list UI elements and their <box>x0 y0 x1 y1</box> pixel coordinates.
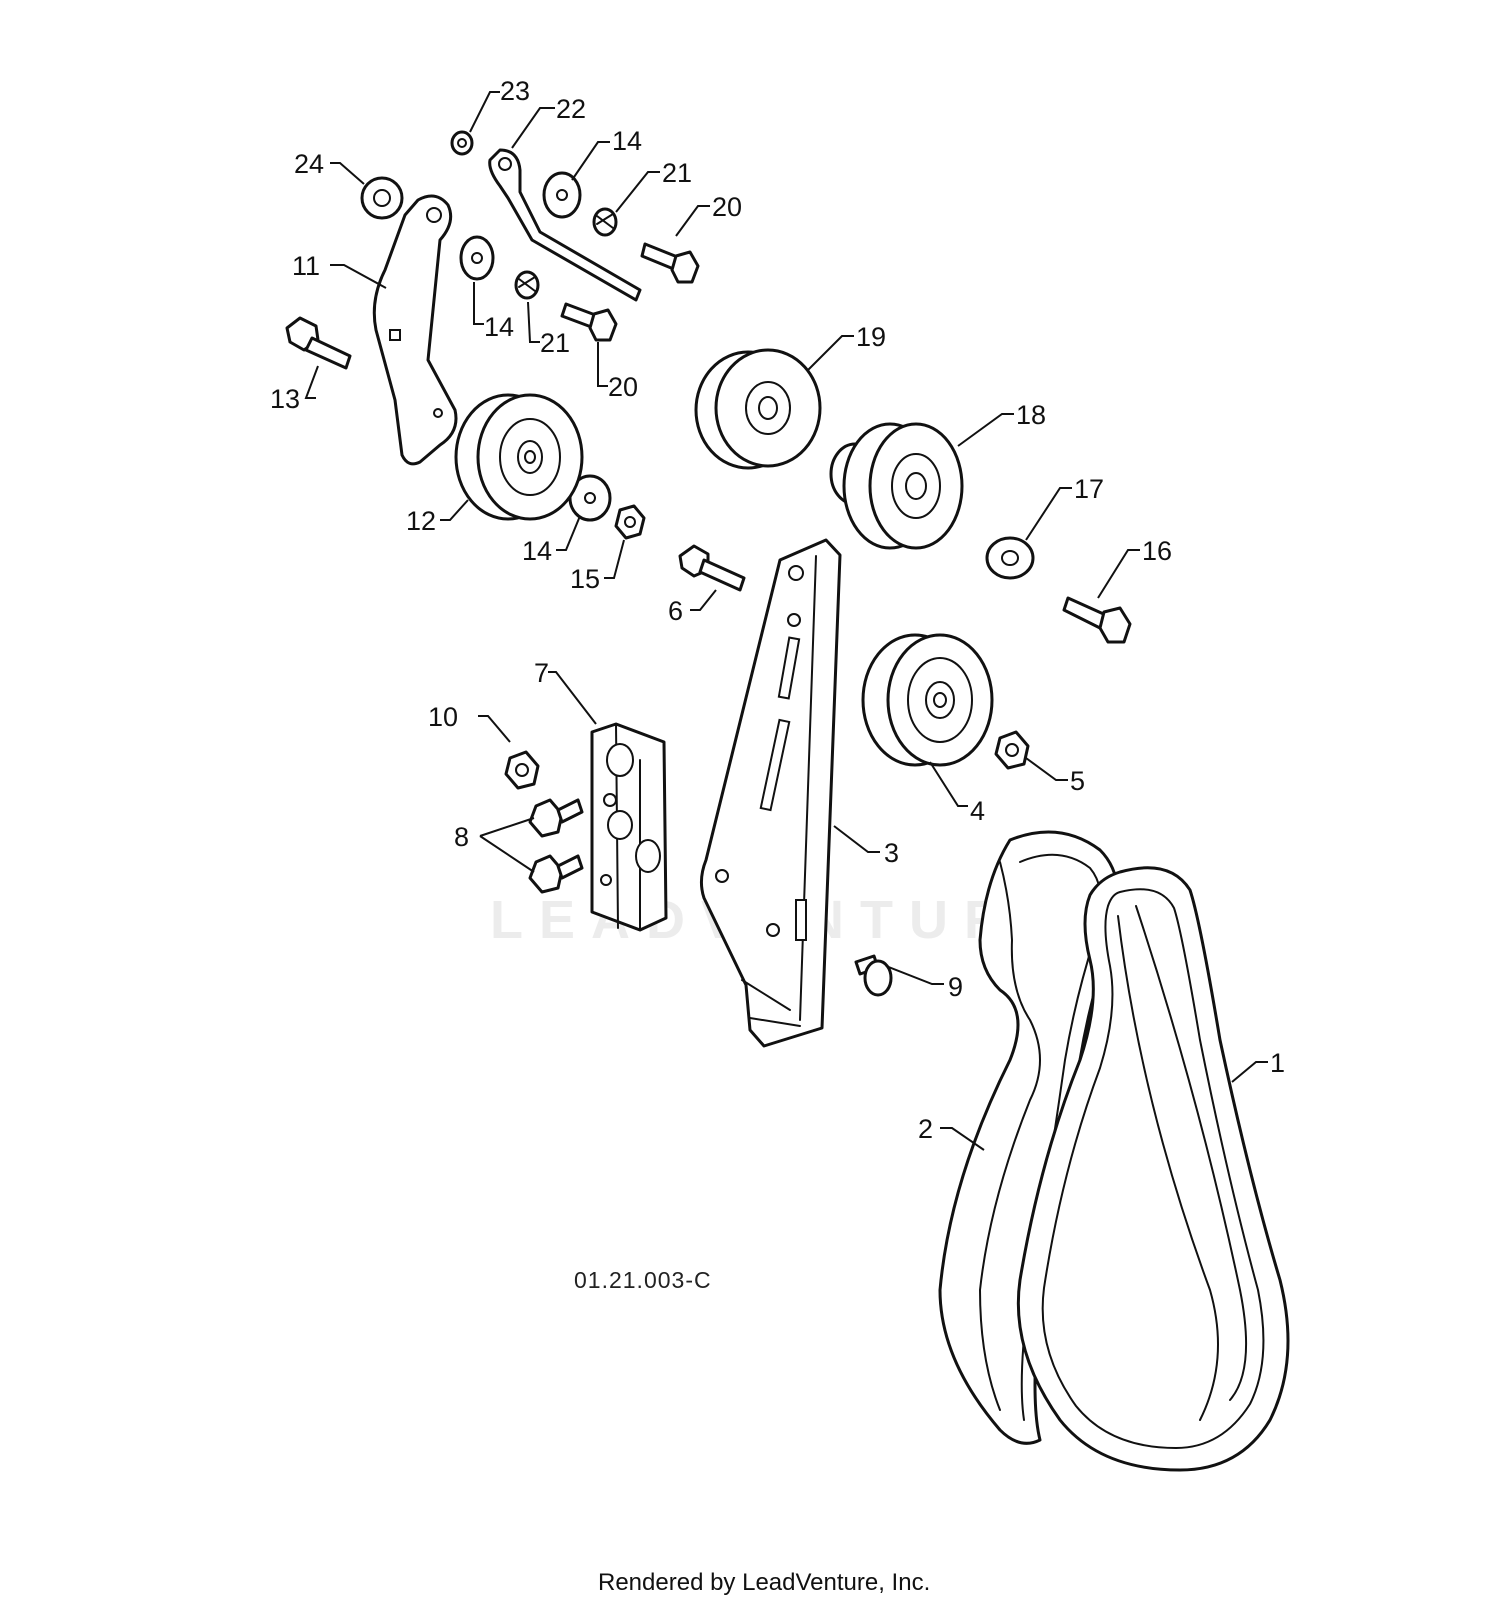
part-11-bracket <box>372 194 458 466</box>
part-8-stud-bottom <box>528 854 584 894</box>
callout-13: 13 <box>270 384 300 414</box>
callout-21-mid: 21 <box>540 328 570 358</box>
footer-credit: Rendered by LeadVenture, Inc. <box>598 1569 930 1596</box>
part-10-nut <box>504 750 540 790</box>
part-9-pin <box>854 954 893 997</box>
callout-15: 15 <box>570 564 600 594</box>
part-21-nut-top <box>592 207 618 237</box>
part-4-pulley <box>861 633 994 767</box>
part-8-stud-top <box>528 798 584 838</box>
part-24-nut <box>360 176 404 220</box>
callout-12: 12 <box>406 506 436 536</box>
part-13-bolt <box>285 316 352 370</box>
callout-21-top: 21 <box>662 158 692 188</box>
callout-3: 3 <box>884 838 899 868</box>
callout-2: 2 <box>918 1114 933 1144</box>
part-14-washer-top <box>542 171 582 219</box>
part-1-belt <box>1016 866 1290 1472</box>
callout-23: 23 <box>500 76 530 106</box>
part-15-nut <box>614 504 646 540</box>
callout-9: 9 <box>948 972 963 1002</box>
callout-19: 19 <box>856 322 886 352</box>
callout-1: 1 <box>1270 1048 1285 1078</box>
part-21-nut-mid <box>514 270 540 300</box>
part-17-spacer <box>985 536 1035 580</box>
callout-20-top: 20 <box>712 192 742 222</box>
callout-14-low: 14 <box>522 536 552 566</box>
part-18-pulley <box>829 422 964 550</box>
part-20-bolt-mid <box>560 302 618 342</box>
callout-22: 22 <box>556 94 586 124</box>
callout-16: 16 <box>1142 536 1172 566</box>
part-23-nut <box>450 130 474 156</box>
part-5-nut <box>994 730 1030 770</box>
callout-20-mid: 20 <box>608 372 638 402</box>
part-19-pulley <box>694 348 822 470</box>
callout-18: 18 <box>1016 400 1046 430</box>
callout-24: 24 <box>294 149 324 179</box>
diagram-code: 01.21.003-C <box>574 1267 712 1293</box>
callout-17: 17 <box>1074 474 1104 504</box>
callout-8: 8 <box>454 822 469 852</box>
part-22-rod <box>488 148 642 302</box>
part-2-belt <box>938 830 1120 1445</box>
callout-7: 7 <box>534 658 549 688</box>
leader-lines <box>304 91 1268 1151</box>
callout-6: 6 <box>668 596 683 626</box>
callout-14-mid: 14 <box>484 312 514 342</box>
part-20-bolt-top <box>640 242 700 284</box>
part-12-pulley <box>454 393 584 521</box>
callout-4: 4 <box>970 796 985 826</box>
part-6-bolt <box>678 544 746 592</box>
callout-5: 5 <box>1070 766 1085 796</box>
callout-14-top: 14 <box>612 126 642 156</box>
callout-11: 11 <box>292 251 320 281</box>
part-16-bolt <box>1062 596 1132 644</box>
callout-10: 10 <box>428 702 458 732</box>
part-7-plate <box>590 722 668 932</box>
part-3-bracket <box>699 538 842 1048</box>
part-14-washer-mid <box>459 235 495 281</box>
